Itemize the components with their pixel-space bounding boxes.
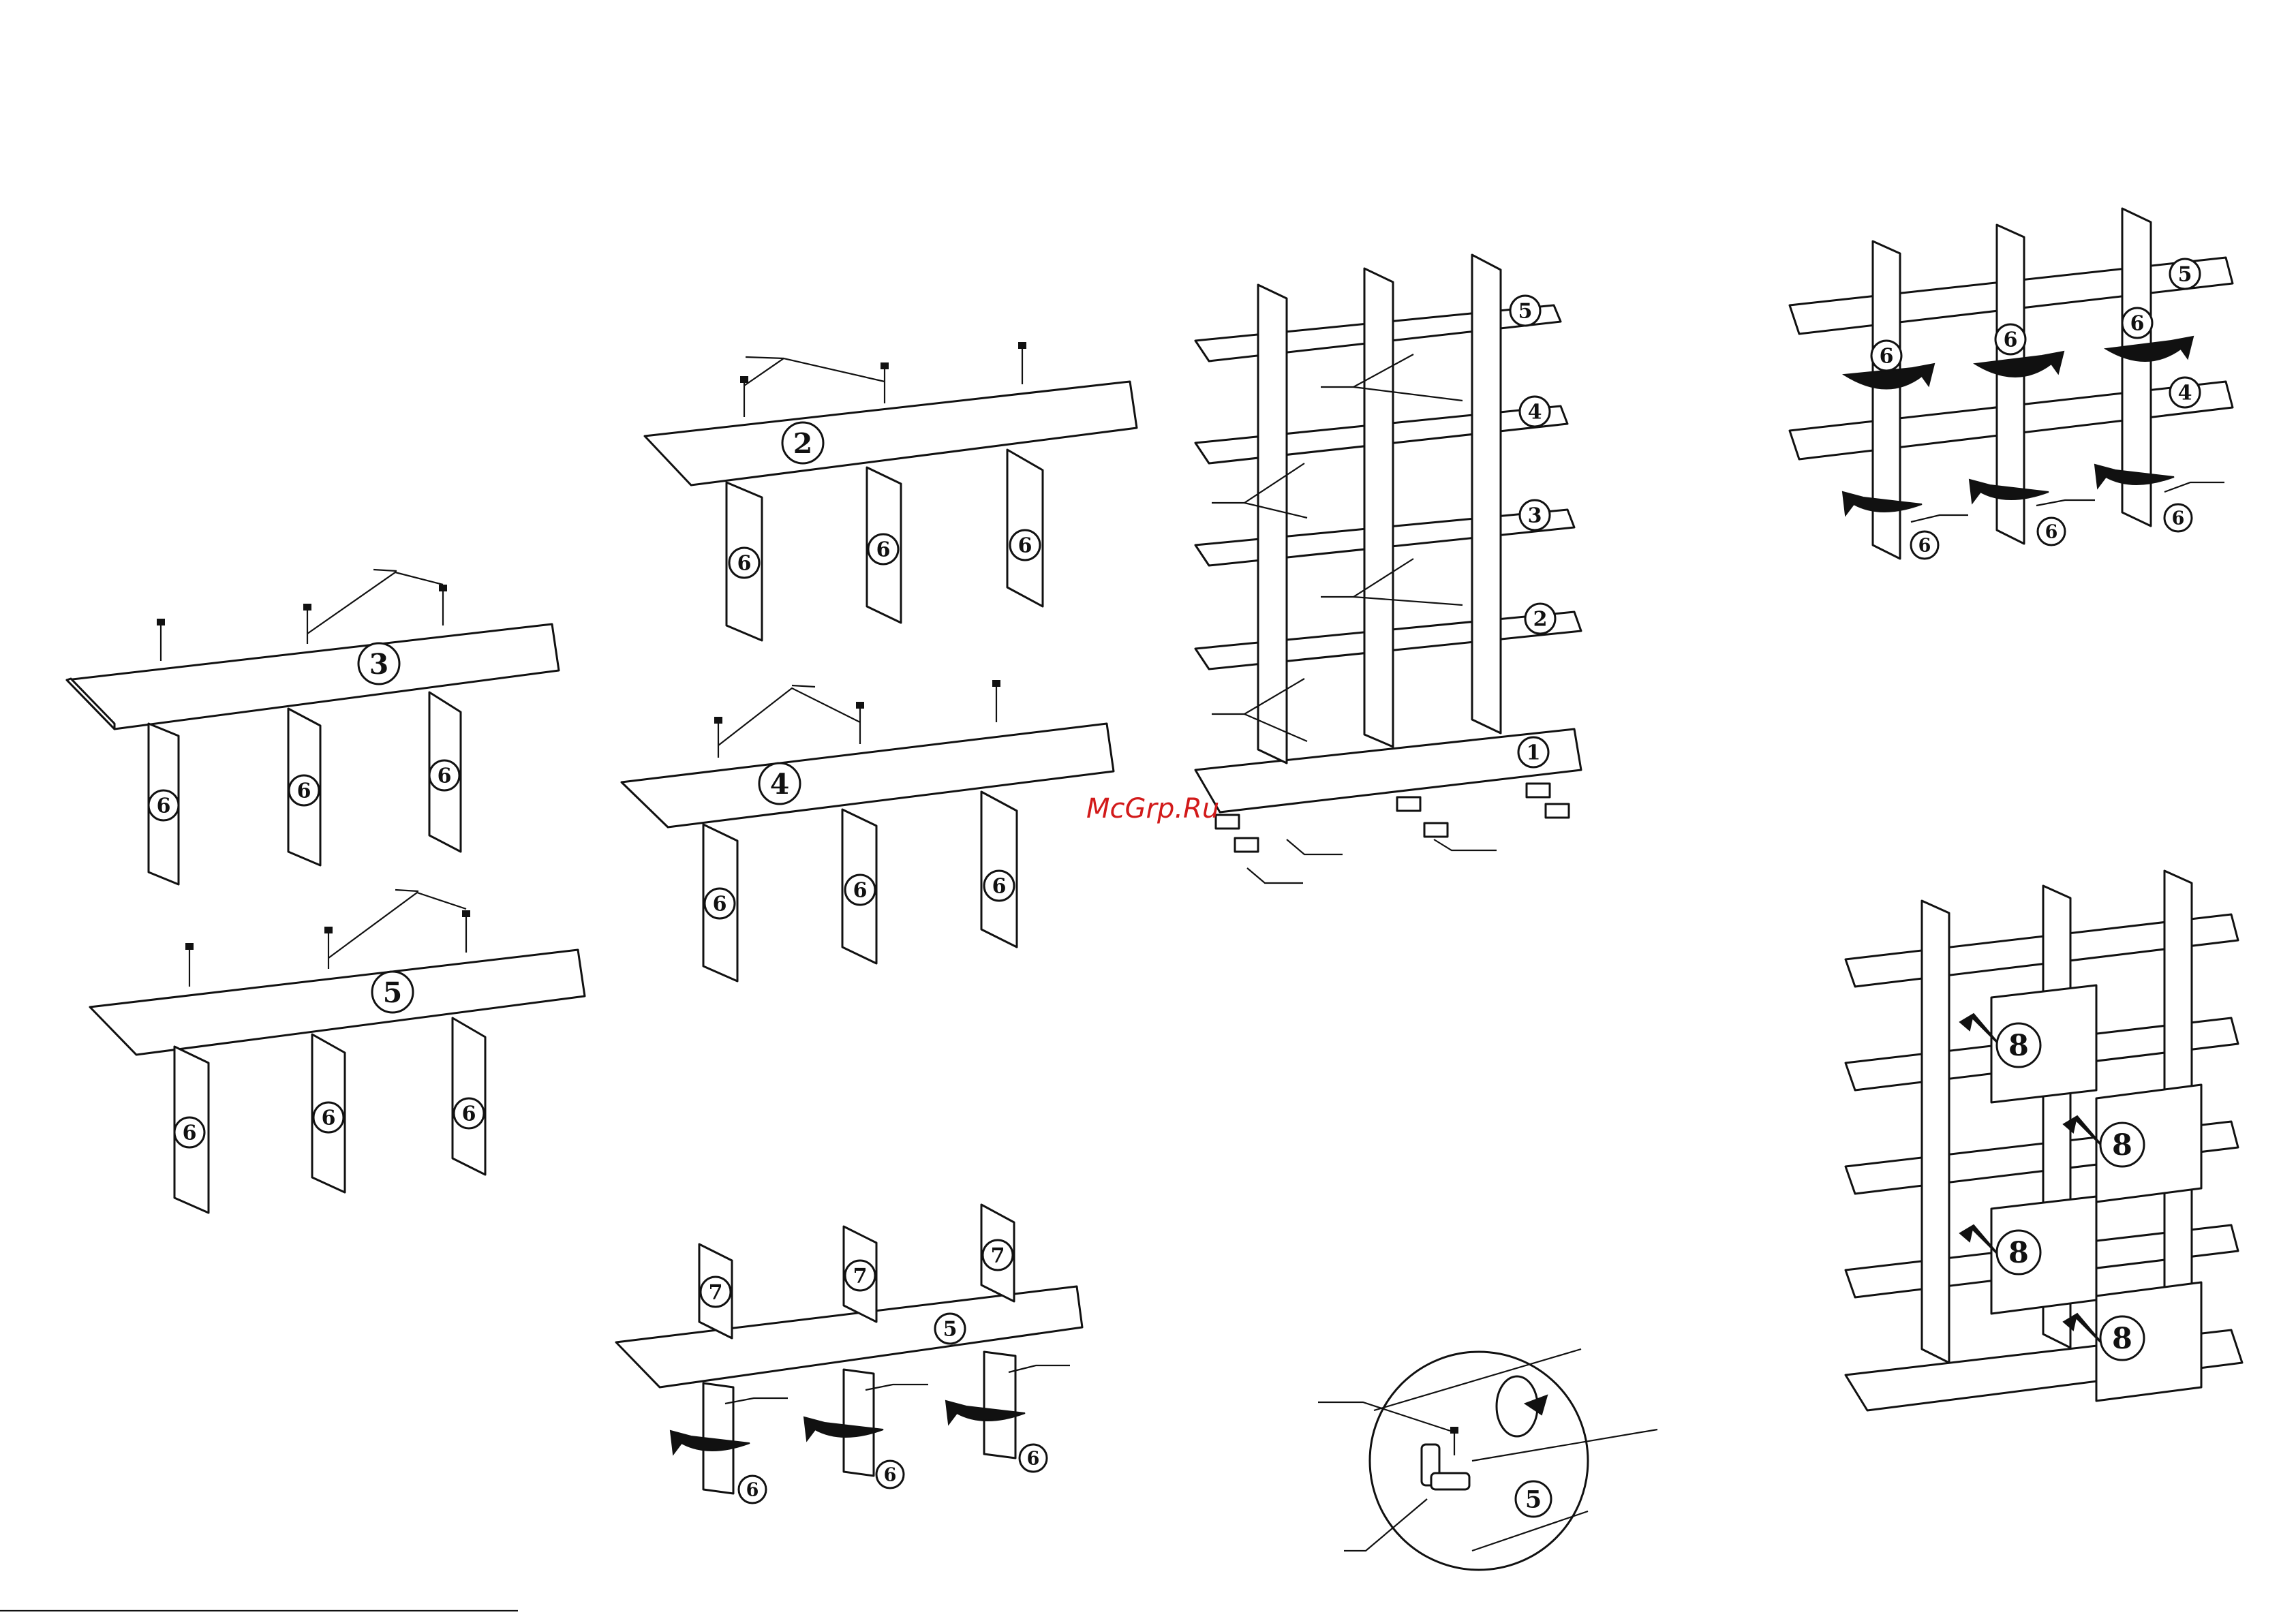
part-number-label: 6 — [429, 760, 459, 790]
part-number-text: 3 — [369, 648, 389, 681]
part-number-label: 6 — [149, 790, 179, 820]
part-number-label: 5 — [1510, 296, 1540, 326]
part-number-label: 4 — [759, 763, 800, 804]
part-number-label: 8 — [2100, 1316, 2144, 1360]
watermark: McGrp.Ru — [1086, 793, 1219, 824]
part-number-label: 7 — [983, 1240, 1013, 1270]
part-number-text: 6 — [1027, 1449, 1040, 1470]
part-number-label: 6 — [2122, 308, 2152, 338]
step-full-frame — [1195, 255, 1581, 883]
part-number-text: 5 — [1525, 1486, 1542, 1514]
step-shelf-2 — [645, 342, 1137, 640]
part-number-text: 2 — [1533, 608, 1548, 632]
part-number-label: 6 — [876, 1461, 904, 1488]
part-number-text: 2 — [793, 427, 813, 460]
part-number-label: 6 — [2038, 518, 2065, 545]
step-shelf-4 — [622, 680, 1114, 981]
part-number-label: 6 — [868, 534, 898, 564]
part-number-label: 8 — [1997, 1023, 2040, 1067]
part-number-label: 8 — [2100, 1123, 2144, 1166]
part-number-text: 7 — [709, 1281, 723, 1305]
part-number-label: 2 — [782, 422, 823, 463]
step-top-right-frame — [1790, 208, 2233, 559]
part-number-text: 5 — [383, 976, 403, 1009]
step-shelf-5-top-panels — [616, 1205, 1082, 1494]
part-number-text: 6 — [462, 1102, 476, 1126]
part-number-label: 6 — [454, 1098, 484, 1128]
part-number-text: 6 — [322, 1107, 336, 1130]
step-shelf-3 — [67, 570, 559, 884]
part-number-label: 6 — [845, 875, 875, 905]
part-number-text: 6 — [853, 879, 868, 903]
part-number-text: 6 — [884, 1465, 897, 1486]
step-doors — [1846, 871, 2242, 1410]
part-number-text: 6 — [183, 1122, 197, 1145]
part-number-text: 7 — [853, 1265, 868, 1288]
part-number-label: 6 — [289, 775, 319, 805]
part-number-text: 6 — [713, 893, 727, 916]
part-number-text: 1 — [1527, 741, 1541, 765]
part-number-text: 6 — [2045, 522, 2058, 543]
part-number-label: 5 — [1516, 1481, 1551, 1517]
part-number-label: 6 — [1871, 341, 1901, 371]
part-number-text: 4 — [2178, 382, 2192, 405]
part-number-label: 4 — [2170, 377, 2200, 407]
part-number-text: 8 — [2008, 1236, 2029, 1270]
part-number-text: 5 — [2178, 263, 2192, 287]
part-number-text: 6 — [2004, 328, 2018, 352]
part-number-text: 6 — [992, 875, 1007, 899]
part-number-label: 6 — [739, 1476, 766, 1503]
part-number-text: 6 — [157, 794, 171, 818]
part-number-label: 7 — [701, 1277, 731, 1307]
part-number-label: 6 — [729, 548, 759, 578]
part-number-label: 3 — [358, 643, 399, 684]
part-number-label: 3 — [1520, 500, 1550, 530]
part-number-text: 8 — [2112, 1322, 2132, 1356]
part-number-label: 6 — [2164, 504, 2192, 531]
part-number-text: 6 — [746, 1480, 759, 1501]
part-number-label: 6 — [1010, 530, 1040, 560]
part-number-label: 2 — [1525, 604, 1555, 634]
part-number-label: 6 — [1995, 324, 2025, 354]
part-number-label: 6 — [705, 888, 735, 918]
part-number-label: 6 — [313, 1102, 343, 1132]
part-number-text: 6 — [2172, 508, 2185, 529]
part-number-label: 1 — [1518, 737, 1548, 767]
part-number-text: 6 — [297, 779, 311, 803]
part-number-text: 6 — [1918, 536, 1931, 557]
part-number-label: 5 — [935, 1314, 965, 1344]
part-number-text: 5 — [1518, 300, 1533, 324]
part-number-text: 6 — [2130, 312, 2145, 336]
part-number-text: 3 — [1528, 504, 1542, 528]
part-number-text: 5 — [943, 1318, 958, 1342]
part-number-label: 7 — [845, 1261, 875, 1290]
part-number-text: 6 — [1018, 534, 1032, 558]
part-number-label: 6 — [1911, 531, 1938, 559]
part-number-label: 6 — [984, 871, 1014, 901]
part-number-text: 8 — [2008, 1029, 2029, 1063]
detail-bracket-circle — [1318, 1349, 1657, 1570]
part-number-label: 6 — [1020, 1444, 1047, 1472]
part-number-label: 4 — [1520, 397, 1550, 427]
part-number-label: 5 — [372, 972, 413, 1013]
part-number-text: 8 — [2112, 1128, 2132, 1162]
part-number-text: 6 — [737, 552, 752, 576]
part-number-text: 6 — [438, 764, 452, 788]
part-number-text: 6 — [876, 538, 891, 562]
part-number-text: 4 — [1528, 401, 1542, 424]
part-number-text: 6 — [1880, 345, 1894, 369]
part-number-text: 4 — [770, 768, 790, 801]
part-number-label: 5 — [2170, 259, 2200, 289]
part-number-label: 6 — [174, 1117, 204, 1147]
part-number-label: 8 — [1997, 1231, 2040, 1274]
step-shelf-5 — [90, 890, 585, 1213]
part-number-text: 7 — [991, 1244, 1005, 1268]
